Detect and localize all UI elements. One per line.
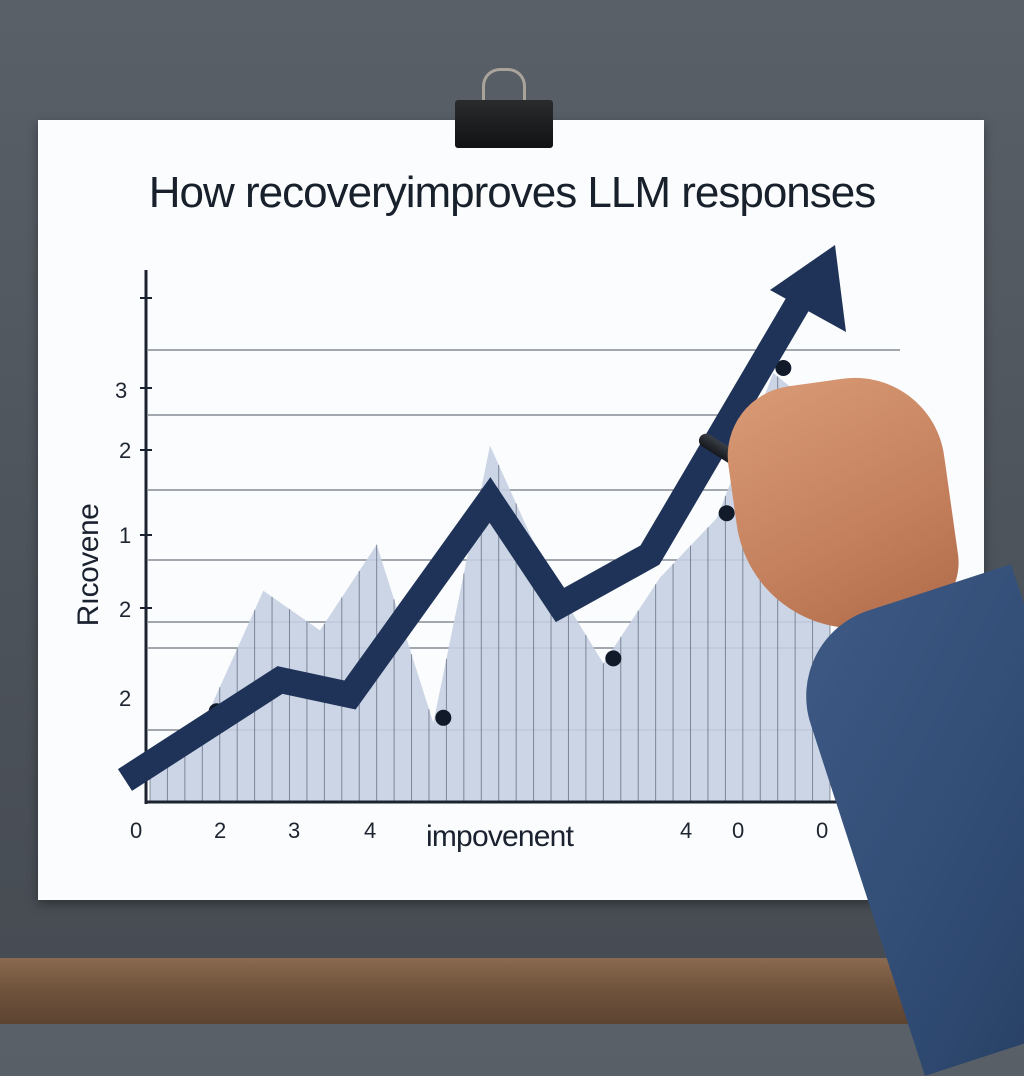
x-tick-label: 0 xyxy=(816,818,829,843)
x-axis-label: impovenent xyxy=(426,820,574,853)
y-tick-label: 2 xyxy=(119,597,132,622)
x-tick-label: 0 xyxy=(732,818,745,843)
x-tick-label: 4 xyxy=(364,818,377,843)
trend-arrow xyxy=(117,245,846,791)
x-tick-label: 2 xyxy=(214,818,227,843)
y-tick-label: 2 xyxy=(119,438,132,463)
data-marker xyxy=(775,360,792,376)
y-axis-label: Rıcovene xyxy=(72,503,105,627)
x-tick-label: 4 xyxy=(680,818,693,843)
binder-clip xyxy=(455,100,553,148)
trend-arrowhead xyxy=(770,245,846,332)
data-marker xyxy=(605,650,622,667)
data-marker xyxy=(718,505,735,522)
y-tick-label: 2 xyxy=(119,686,132,711)
data-marker xyxy=(435,709,452,726)
x-tick-label: 3 xyxy=(288,818,301,843)
y-tick-label: 1 xyxy=(119,523,132,548)
desk-surface xyxy=(0,958,1024,1024)
y-tick-label: 3 xyxy=(115,378,128,403)
axes xyxy=(140,270,840,804)
x-tick-label: 0 xyxy=(130,818,143,843)
chart-title: How recoveryimproves LLM responses xyxy=(148,168,877,217)
binder-clip-wire xyxy=(482,68,526,117)
trend-line xyxy=(117,293,812,791)
